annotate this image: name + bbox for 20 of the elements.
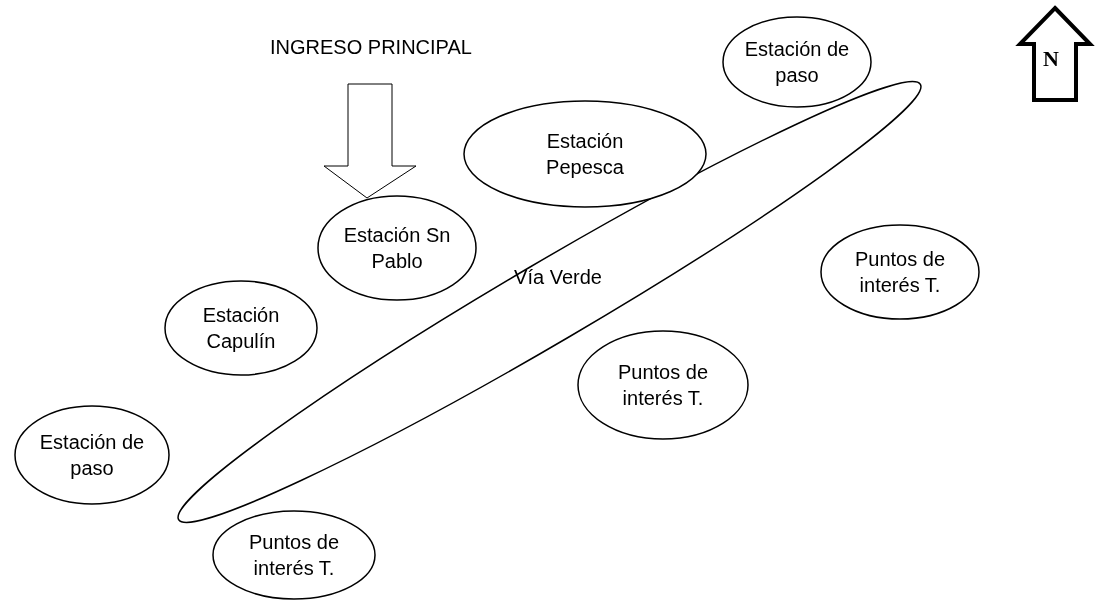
block-arrow <box>323 83 417 199</box>
station-ellipse <box>577 330 749 440</box>
station-ellipse <box>164 280 318 376</box>
station-ellipse <box>820 224 980 320</box>
place-name: Estación de paso <box>743 37 851 88</box>
station-ellipse <box>463 100 707 208</box>
place-name: Estación de paso <box>38 430 146 481</box>
place-name: Puntos de interés T. <box>247 530 341 581</box>
station-ellipse <box>14 405 170 505</box>
route-name: Vía Verde <box>513 265 603 290</box>
place-name: Puntos de interés T. <box>616 360 710 411</box>
north-label: N <box>1043 46 1059 72</box>
station-ellipse <box>317 195 477 301</box>
place-name: Puntos de interés T. <box>853 247 947 298</box>
station-ellipse <box>722 16 872 108</box>
place-name: Estación Capulín <box>201 303 281 354</box>
place-name: Estación Sn Pablo <box>342 223 452 274</box>
station-ellipse <box>212 510 376 600</box>
entrance-label: INGRESO PRINCIPAL <box>270 36 472 59</box>
place-name: Estación Pepesca <box>545 129 625 180</box>
